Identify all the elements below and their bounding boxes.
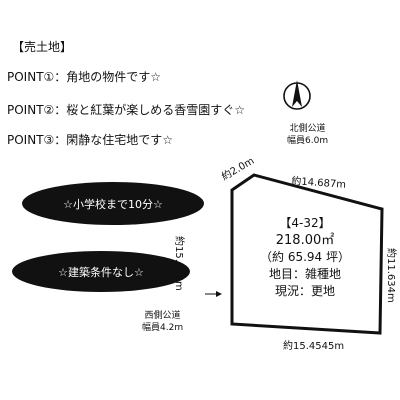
land-category: 地目：雑種地 xyxy=(268,267,341,281)
current-state: 現況：更地 xyxy=(274,284,335,298)
lot-number: 【4-32】 xyxy=(279,216,331,230)
point-2: POINT②：桜と紅葉が楽しめる香雪園すぐ☆ xyxy=(7,103,246,117)
plot-area-m2: 218.00㎡ xyxy=(275,233,335,248)
west-road-width: 幅員4.2m xyxy=(142,323,184,333)
arrow-right-icon xyxy=(205,291,222,297)
dimension-left: 約15.456m xyxy=(173,236,184,291)
plot-area-tsubo: （約 65.94 坪） xyxy=(260,250,350,264)
highlight-no-build-condition: ☆建築条件なし☆ xyxy=(12,251,190,292)
dimension-right: 約11.634m xyxy=(385,248,396,303)
north-road-name: 北側公道 xyxy=(289,124,326,134)
plot-boundary xyxy=(230,173,384,335)
plot-info: 【4-32】 218.00㎡ （約 65.94 坪） 地目：雑種地 現況：更地 xyxy=(250,215,360,300)
west-road-name: 西側公道 xyxy=(144,311,181,321)
highlight-school: ☆小学校まで10分☆ xyxy=(22,182,204,225)
north-road-label: 北側公道 幅員6.0m xyxy=(287,123,328,147)
point-1: POINT①：角地の物件です☆ xyxy=(7,70,162,84)
point-3: POINT③：閑静な住宅地です☆ xyxy=(7,133,174,147)
north-road-width: 幅員6.0m xyxy=(287,136,329,146)
west-road-label: 西側公道 幅員4.2m xyxy=(142,310,183,334)
listing-title: 【売土地】 xyxy=(12,40,73,54)
north-arrow-icon xyxy=(283,80,311,110)
dimension-bottom: 約15.4545m xyxy=(283,341,345,352)
